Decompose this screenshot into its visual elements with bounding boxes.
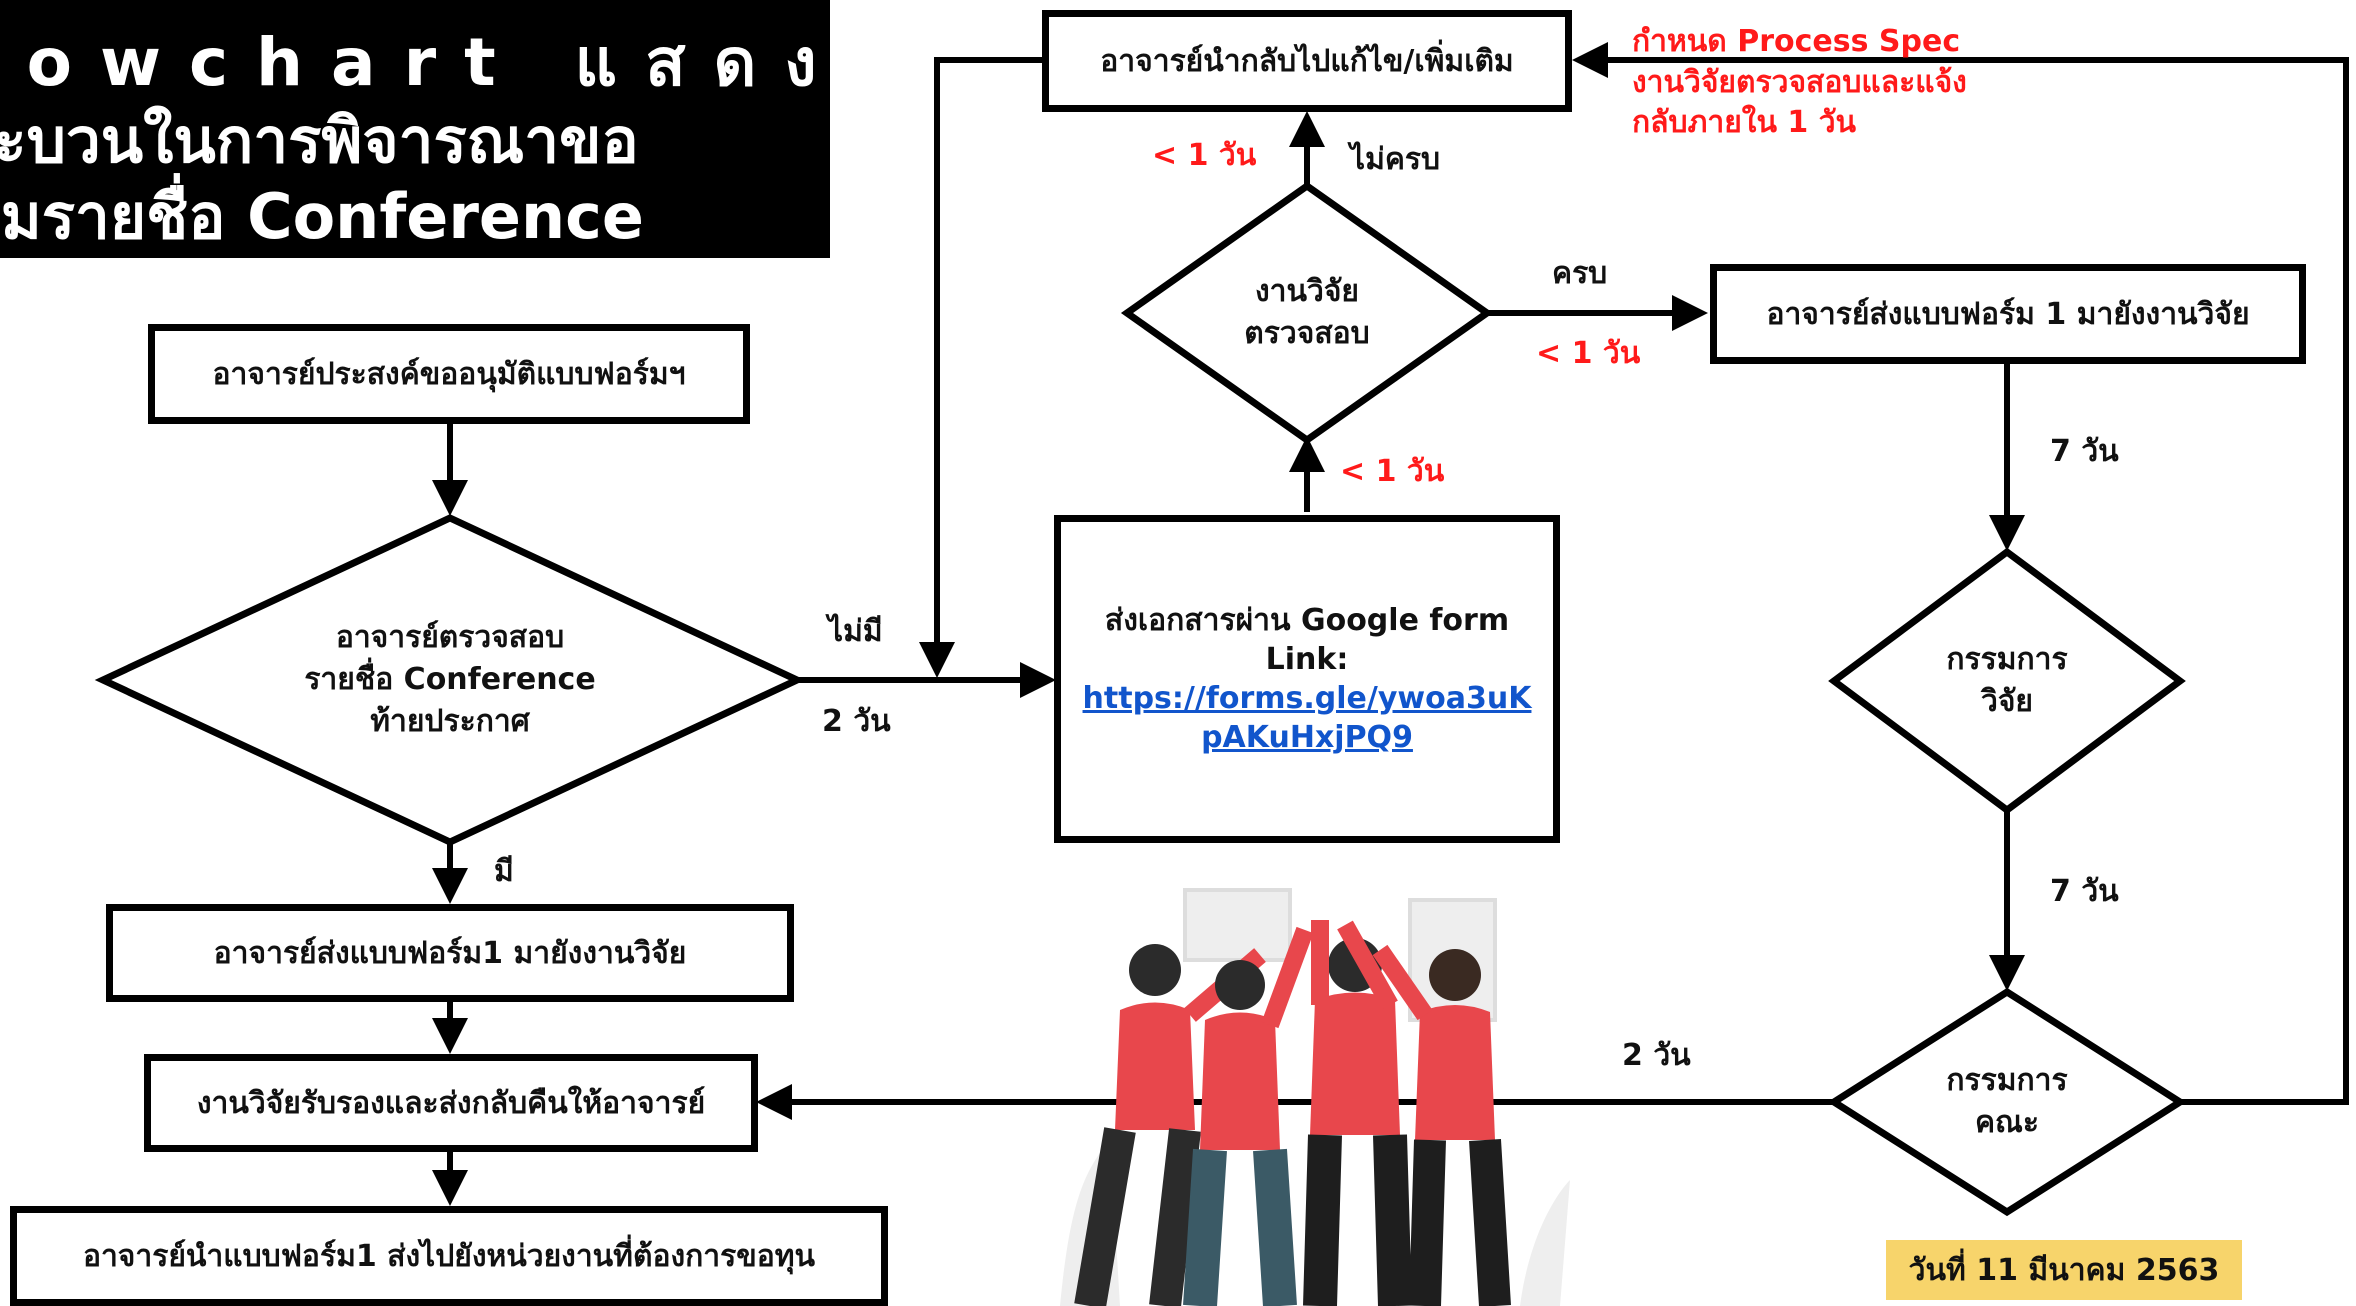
spec-note-line-1: กำหนด Process Spec	[1632, 24, 1961, 59]
node-send-form1-left: อาจารย์ส่งแบบฟอร์ม1 มายังงานวิจัย	[106, 904, 794, 1002]
people-illustration	[1060, 888, 1570, 1306]
label-incomplete: ไม่ครบ	[1350, 142, 1441, 177]
spec-note-line-2: งานวิจัยตรวจสอบและแจ้ง	[1632, 64, 1967, 100]
node-start: อาจารย์ประสงค์ขออนุมัติแบบฟอร์มฯ	[148, 324, 750, 424]
google-form-link-1[interactable]: https://forms.gle/ywoa3uK	[1082, 681, 1532, 716]
faculty-committee-line-1: กรรมการ	[1946, 1063, 2068, 1098]
check-conference-line-2: รายชื่อ Conference	[304, 662, 596, 697]
node-research-check-label: งานวิจัย ตรวจสอบ	[1187, 263, 1427, 363]
node-take-to-unit: อาจารย์นำแบบฟอร์ม1 ส่งไปยังหน่วยงานที่ต้…	[10, 1206, 888, 1306]
node-start-label: อาจารย์ประสงค์ขออนุมัติแบบฟอร์มฯ	[212, 356, 686, 392]
arrow-revise-loop	[919, 57, 1042, 678]
label-lt1-form: < 1 วัน	[1340, 454, 1445, 489]
node-take-to-unit-label: อาจารย์นำแบบฟอร์ม1 ส่งไปยังหน่วยงานที่ต้…	[82, 1238, 816, 1274]
label-two-days-a: 2 วัน	[822, 704, 891, 739]
node-send-form1-right: อาจารย์ส่งแบบฟอร์ม 1 มายังงานวิจัย	[1710, 264, 2306, 364]
google-form-line-2: Link:	[1265, 642, 1349, 677]
node-certify-return: งานวิจัยรับรองและส่งกลับคืนให้อาจารย์	[144, 1054, 758, 1152]
label-lt1-revise: < 1 วัน	[1152, 138, 1257, 173]
node-send-form1-right-label: อาจารย์ส่งแบบฟอร์ม 1 มายังงานวิจัย	[1766, 296, 2250, 332]
label-lt1-complete: < 1 วัน	[1536, 336, 1641, 371]
label-seven-days-b: 7 วัน	[2050, 874, 2119, 909]
title-line-3: พิ่มรายชื่อ Conference	[0, 180, 644, 253]
node-revise-label: อาจารย์นำกลับไปแก้ไข/เพิ่มเติม	[1100, 43, 1514, 79]
google-form-line-1: ส่งเอกสารผ่าน Google form	[1104, 603, 1510, 638]
label-no: ไม่มี	[828, 614, 883, 649]
arrow-faculty-to-revise	[1572, 42, 2349, 1105]
faculty-committee-line-2: คณะ	[1974, 1105, 2039, 1140]
research-check-line-1: งานวิจัย	[1254, 274, 1359, 309]
title-block: lowchart แสดง ระบวนในการพิจารณาขอ พิ่มรา…	[0, 0, 830, 258]
research-committee-line-1: กรรมการ	[1946, 642, 2068, 677]
research-committee-line-2: วิจัย	[1980, 684, 2033, 719]
node-certify-return-label: งานวิจัยรับรองและส่งกลับคืนให้อาจารย์	[196, 1085, 706, 1121]
check-conference-line-3: ท้ายประกาศ	[370, 704, 530, 739]
node-send-form1-left-label: อาจารย์ส่งแบบฟอร์ม1 มายังงานวิจัย	[213, 935, 687, 971]
node-faculty-committee-label: กรรมการ คณะ	[1897, 1052, 2117, 1152]
google-form-link-2[interactable]: pAKuHxjPQ9	[1201, 720, 1413, 755]
label-yes: มี	[494, 854, 514, 889]
diamond-research-check	[1120, 181, 1494, 445]
spec-note-line-3: กลับภายใน 1 วัน	[1632, 105, 1857, 140]
diamond-faculty-committee	[1827, 987, 2187, 1217]
check-conference-line-1: อาจารย์ตรวจสอบ	[335, 620, 565, 655]
diamond-research-committee	[1828, 547, 2186, 815]
research-check-line-2: ตรวจสอบ	[1244, 316, 1370, 351]
node-research-committee-label: กรรมการ วิจัย	[1897, 631, 2117, 731]
node-check-conference-label: อาจารย์ตรวจสอบ รายชื่อ Conference ท้ายปร…	[230, 600, 670, 760]
date-badge: วันที่ 11 มีนาคม 2563	[1886, 1240, 2242, 1300]
diamond-check-conference	[94, 514, 806, 846]
title-line-2: ระบวนในการพิจารณาขอ	[0, 104, 639, 177]
label-seven-days-a: 7 วัน	[2050, 434, 2119, 469]
node-revise: อาจารย์นำกลับไปแก้ไข/เพิ่มเติม	[1042, 10, 1572, 112]
node-google-form: ส่งเอกสารผ่าน Google form Link: https://…	[1054, 515, 1560, 843]
title-line-1: lowchart แสดง	[0, 24, 830, 101]
label-complete: ครบ	[1552, 256, 1608, 291]
label-two-days-b: 2 วัน	[1622, 1038, 1691, 1073]
date-text: วันที่ 11 มีนาคม 2563	[1908, 1252, 2220, 1288]
spec-note: กำหนด Process Spec งานวิจัยตรวจสอบและแจ้…	[1632, 22, 1967, 144]
